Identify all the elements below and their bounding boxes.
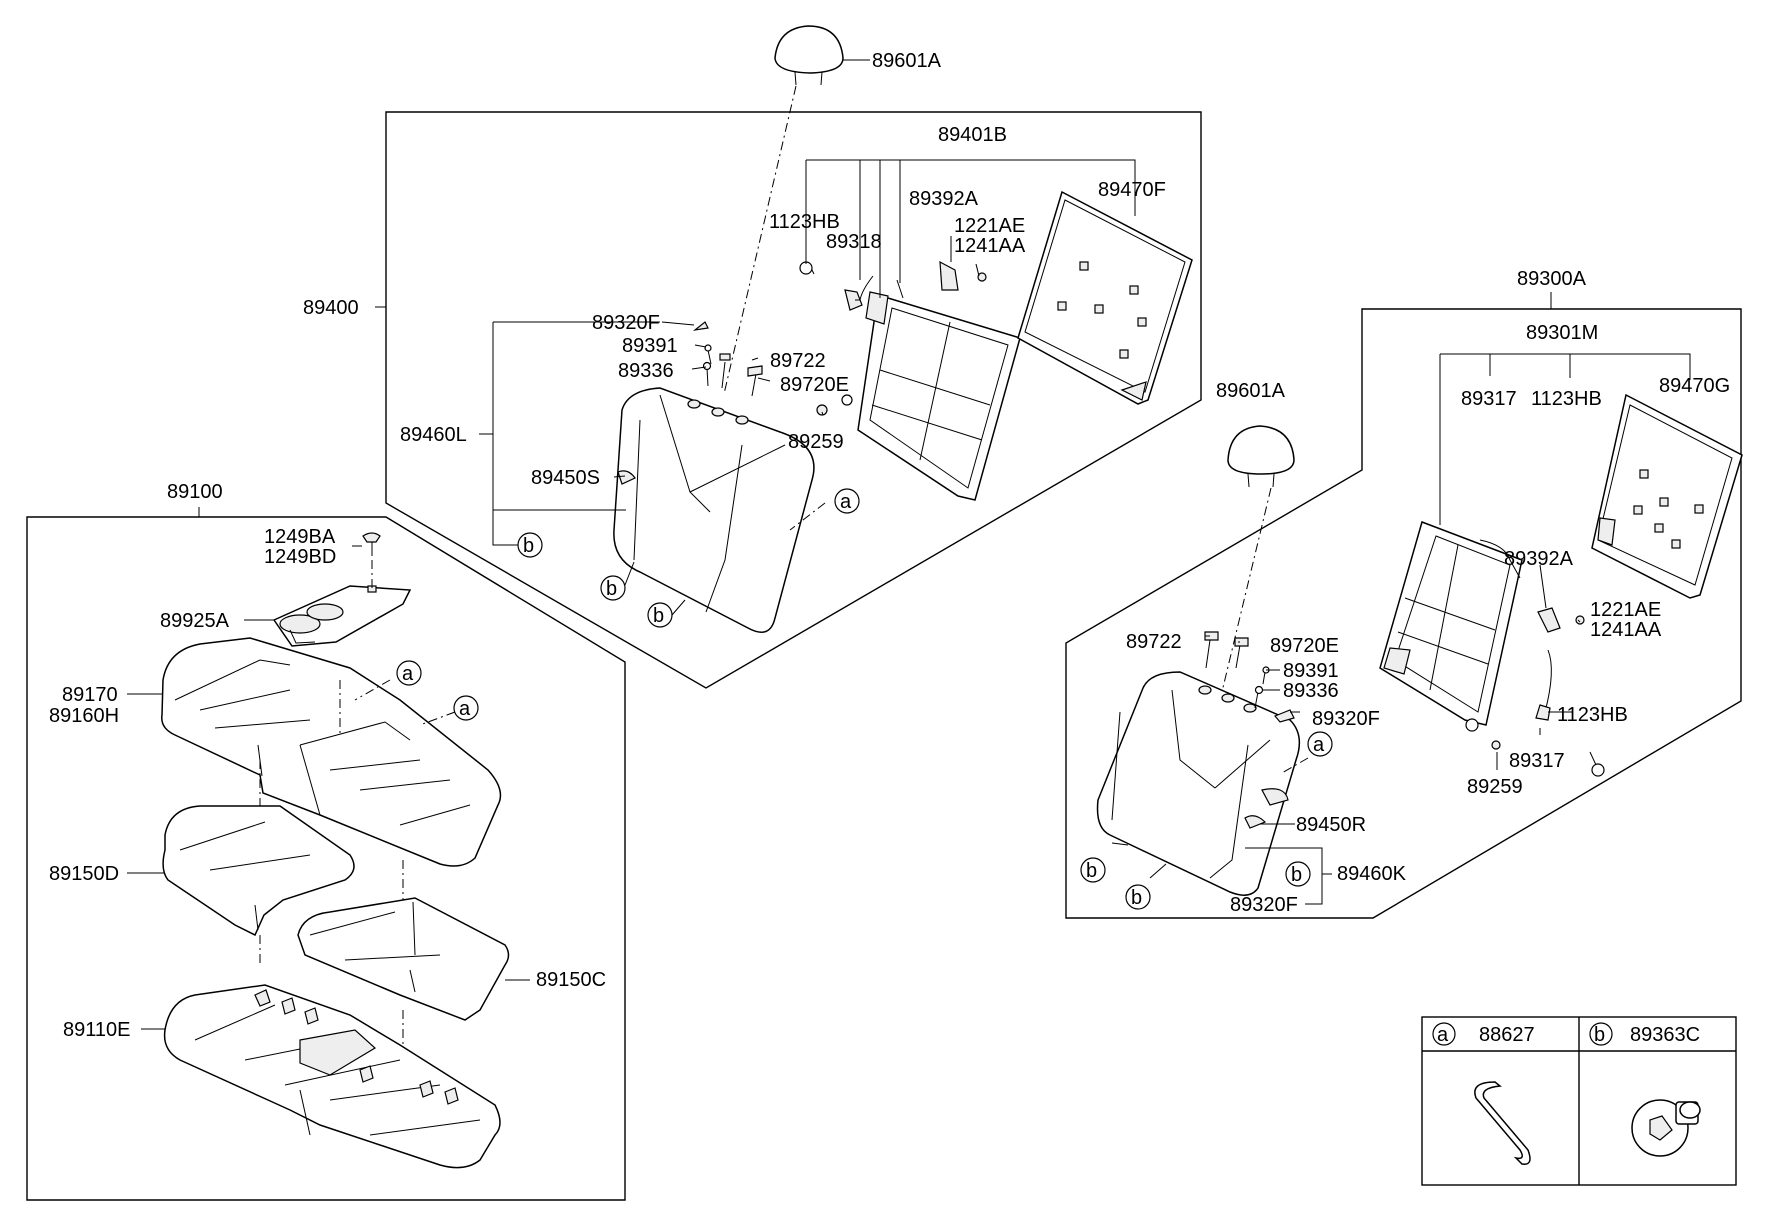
label-89170: 89170 bbox=[62, 684, 118, 706]
backrest-frame-right bbox=[1379, 521, 1523, 732]
label-89336-left: 89336 bbox=[618, 360, 674, 382]
backrest-frame-left bbox=[841, 291, 1021, 501]
cushion-pad-89150C bbox=[297, 897, 510, 1021]
outline-89300A-backrest-right bbox=[1065, 308, 1742, 919]
cushion-pad-89150D bbox=[162, 805, 355, 937]
fasteners-left bbox=[692, 260, 987, 416]
legend-a-code: 88627 bbox=[1479, 1024, 1535, 1046]
marker-b-left1: b bbox=[517, 532, 543, 558]
label-1123HB-left: 1123HB bbox=[769, 211, 840, 233]
legend-a: a 88627 bbox=[1432, 1022, 1535, 1165]
label-89601A-top: 89601A bbox=[872, 50, 942, 72]
label-89470G: 89470G bbox=[1659, 375, 1730, 397]
headrest-89601A-top bbox=[774, 25, 844, 86]
marker-b-right3: b bbox=[1285, 861, 1311, 887]
label-89160H: 89160H bbox=[49, 705, 119, 727]
label-89722-left: 89722 bbox=[770, 350, 826, 372]
label-89470F: 89470F bbox=[1098, 179, 1166, 201]
label-89300A: 89300A bbox=[1517, 268, 1587, 290]
label-89318: 89318 bbox=[826, 231, 882, 253]
label-89320F-right: 89320F bbox=[1312, 708, 1380, 730]
clip-89363C-icon bbox=[1631, 1099, 1701, 1157]
headrest-89601A-right bbox=[1227, 425, 1295, 488]
legend-b: b 89363C bbox=[1589, 1022, 1701, 1157]
label-1241AA-right: 1241AA bbox=[1590, 619, 1662, 641]
label-89110E: 89110E bbox=[63, 1019, 130, 1041]
label-1221AE-right: 1221AE bbox=[1590, 599, 1661, 621]
label-89392A-right: 89392A bbox=[1504, 548, 1574, 570]
outline-89400-backrest-left bbox=[385, 111, 1202, 689]
label-89401B: 89401B bbox=[938, 124, 1007, 146]
marker-a-cushion1: a bbox=[396, 660, 422, 686]
part-labels: 89601A 89401B 89470F 89392A 1123HB 1221A… bbox=[49, 50, 1730, 1041]
label-89460L: 89460L bbox=[400, 424, 467, 446]
marker-a-right: a bbox=[1307, 731, 1333, 757]
outline-89100-cushion bbox=[26, 516, 626, 1201]
backrest-cover-left bbox=[613, 387, 815, 633]
backrest-panel-89470G bbox=[1591, 393, 1743, 599]
cup-holder-89925A bbox=[272, 585, 412, 647]
cushion-cover-89170 bbox=[161, 637, 502, 867]
label-89391-left: 89391 bbox=[622, 335, 678, 357]
marker-a-text: a bbox=[402, 663, 414, 685]
label-1123HB-right: 1123HB bbox=[1557, 704, 1628, 726]
label-89722-right: 89722 bbox=[1126, 631, 1182, 653]
label-89720E-right: 89720E bbox=[1270, 635, 1339, 657]
label-1123HB-top: 1123HB bbox=[1531, 388, 1602, 410]
marker-b-text: b bbox=[606, 578, 617, 600]
label-89317-top: 89317 bbox=[1461, 388, 1517, 410]
label-89392A-left: 89392A bbox=[909, 188, 979, 210]
label-89450S: 89450S bbox=[531, 467, 600, 489]
marker-b-right1: b bbox=[1080, 857, 1106, 883]
backrest-cover-right bbox=[1096, 671, 1301, 896]
label-89450R: 89450R bbox=[1296, 814, 1366, 836]
legend-b-marker: b bbox=[1594, 1024, 1605, 1046]
marker-b-text: b bbox=[1291, 864, 1302, 886]
label-1241AA-left: 1241AA bbox=[954, 235, 1026, 257]
marker-b-text: b bbox=[1086, 860, 1097, 882]
label-89336-right: 89336 bbox=[1283, 680, 1339, 702]
label-89320F-left: 89320F bbox=[592, 312, 660, 334]
label-89150D: 89150D bbox=[49, 863, 119, 885]
clip-88627-icon bbox=[1474, 1081, 1531, 1165]
marker-a-text: a bbox=[840, 491, 852, 513]
label-89400: 89400 bbox=[303, 297, 359, 319]
marker-b-left3: b bbox=[647, 602, 673, 628]
marker-b-text: b bbox=[1131, 887, 1142, 909]
marker-b-text: b bbox=[523, 535, 534, 557]
label-89317-right: 89317 bbox=[1509, 750, 1565, 772]
leaders-right-backrest bbox=[1111, 292, 1691, 905]
screw-1249BA bbox=[362, 532, 381, 556]
marker-a-text: a bbox=[459, 698, 471, 720]
marker-b-text: b bbox=[653, 605, 664, 627]
marker-a-text: a bbox=[1313, 734, 1325, 756]
marker-a-left: a bbox=[834, 488, 860, 514]
label-1249BA: 1249BA bbox=[264, 526, 336, 548]
label-89259-left: 89259 bbox=[788, 431, 844, 453]
legend-box bbox=[1421, 1016, 1737, 1186]
leaders-cushion bbox=[127, 507, 530, 1030]
label-89100: 89100 bbox=[167, 481, 223, 503]
label-89601A-right: 89601A bbox=[1216, 380, 1286, 402]
marker-b-right2: b bbox=[1125, 884, 1151, 910]
leaders-left-backrest bbox=[375, 159, 1136, 616]
label-89391-right: 89391 bbox=[1283, 660, 1339, 682]
cushion-frame-89110E bbox=[163, 984, 501, 1169]
label-1249BD: 1249BD bbox=[264, 546, 336, 568]
label-89460K: 89460K bbox=[1337, 863, 1407, 885]
label-89301M: 89301M bbox=[1526, 322, 1598, 344]
legend-a-marker: a bbox=[1437, 1024, 1449, 1046]
legend-b-code: 89363C bbox=[1630, 1024, 1700, 1046]
backrest-panel-89470F bbox=[1017, 190, 1193, 405]
fasteners-right bbox=[1204, 607, 1605, 777]
label-89150C: 89150C bbox=[536, 969, 606, 991]
marker-a-cushion2: a bbox=[453, 695, 479, 721]
label-89259-right: 89259 bbox=[1467, 776, 1523, 798]
label-89925A: 89925A bbox=[160, 610, 230, 632]
label-89320F-right-bottom: 89320F bbox=[1230, 894, 1298, 916]
label-1221AE-left: 1221AE bbox=[954, 215, 1025, 237]
label-89720E-left: 89720E bbox=[780, 374, 849, 396]
marker-b-left2: b bbox=[600, 575, 626, 601]
